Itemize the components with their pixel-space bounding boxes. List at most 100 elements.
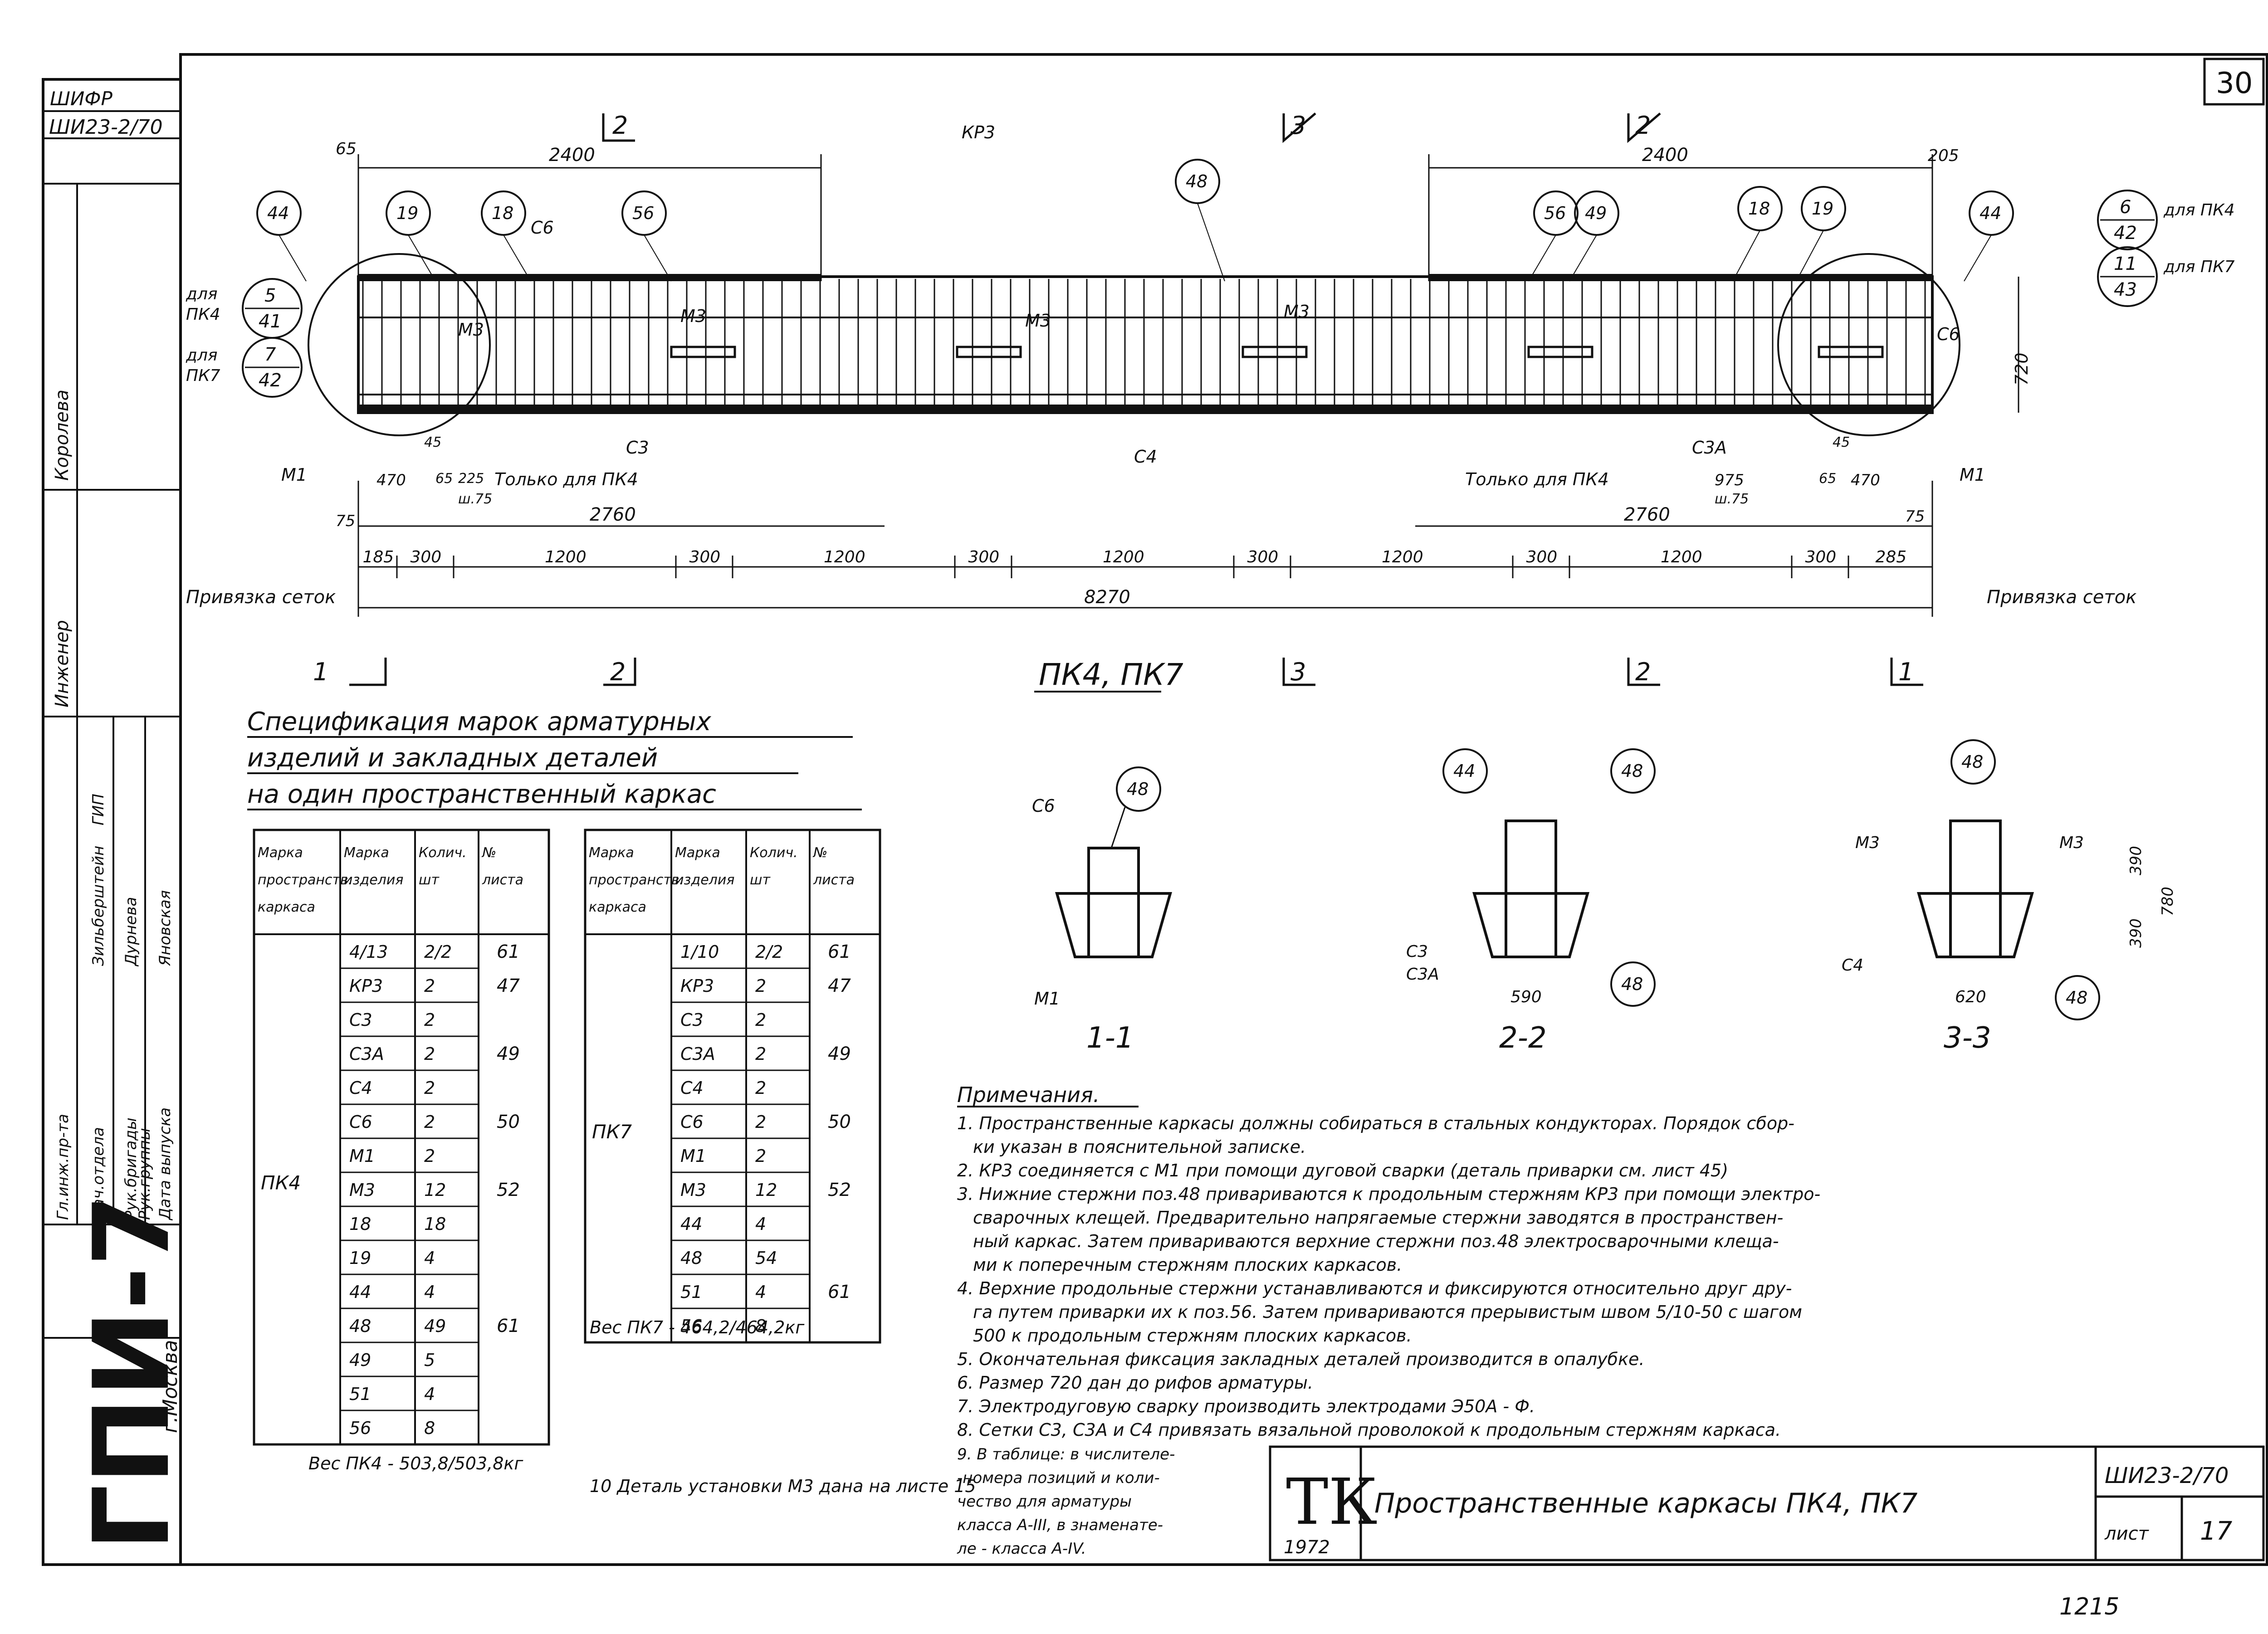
section-label: М3 [1855,834,1880,852]
ref-b-num: 7 [264,344,276,365]
note-line: ный каркас. Затем привариваются верхние … [973,1231,1779,1251]
spec-item: С4 [680,1078,704,1098]
spec-item: М1 [349,1146,375,1166]
element-label: КР3 [962,122,995,142]
note-line: 500 к продольным стержням плоских каркас… [973,1326,1412,1346]
detail-circle-right [1777,253,1960,436]
leader [1528,234,1556,282]
dim-bottom: 300 [1526,548,1558,566]
dim-bottom: 300 [1805,548,1837,566]
note-line: 8. Сетки С3, С3А и С4 привязать вязально… [957,1420,1781,1440]
spec-sheet: 50 [828,1112,851,1132]
spec-item: 51 [680,1282,702,1302]
title-block: ТК 1972 Пространственные каркасы ПК4, ПК… [1269,1445,2265,1561]
dim-top: 2400 [549,145,595,166]
dim-bottom: 185 [363,548,394,566]
callout: 19 [396,203,418,223]
spec-qty: 2 [424,1146,435,1166]
spec-qty: 4 [755,1214,766,1234]
spec-header: Марка [258,845,303,861]
dim-small-right: ш.75 [1715,491,1749,507]
spec-item: КР3 [680,976,714,996]
element-label: С3А [1692,438,1727,458]
stamp-code: ШИ23-2/70 [2105,1463,2229,1488]
element-label: М1 [281,465,307,485]
section-dim: 620 [1955,988,1986,1006]
dim-small-left: 225 [458,471,484,487]
section-2-2: 44 48 48 С3 С3А 590 2-2 [1406,748,1656,1055]
note-line: 5. Окончательная фиксация закладных дета… [957,1349,1645,1369]
callout: 56 [632,203,654,223]
section-label: С4 [1842,956,1863,975]
ref-d-num: 11 [2114,254,2137,274]
dim-bottom: 300 [411,548,442,566]
section-label: С3 [1406,942,1428,961]
callout: 44 [1980,203,2001,223]
spec-qty: 2 [424,1010,435,1030]
spec-item: 1/10 [680,942,719,962]
stamp-role: Рук.бригады [122,1117,140,1220]
spec-qty: 2 [755,1044,766,1064]
spec-header: листа [482,872,523,888]
spec-item: 56 [680,1316,702,1336]
note-line: класса А-III, в знаменате- [957,1516,1163,1534]
stamp-role: Дата выпуска [156,1107,174,1221]
section-mark: 2 [1635,111,1651,140]
leader [1197,203,1225,282]
dim-bottom: 1200 [1661,548,1702,566]
dim-2760-left: 2760 [590,504,636,525]
note-line: ми к поперечным стержням плоских каркасо… [973,1255,1402,1275]
bottom-dimension-lines [357,481,1933,617]
spec-qty: 2 [755,976,766,996]
spec-header: пространств. [589,872,684,888]
spec-item: М3 [680,1180,706,1200]
spec-item: 48 [349,1316,371,1336]
dim-small-right: 65 [1819,471,1836,487]
spec-item: 56 [349,1418,371,1438]
spec-qty: 4 [424,1384,435,1404]
spec-header: изделия [675,872,734,888]
dim-bottom: 300 [1247,548,1279,566]
sheet-no: 17 [2200,1517,2233,1546]
spec-item: 44 [680,1214,702,1234]
spec-qty: 4 [424,1282,435,1302]
spec-header: каркаса [258,899,315,915]
stirrup-group [362,279,1926,410]
section-mark: 1 [313,658,328,686]
top-dimension-lines [357,154,1933,281]
callout: 44 [1453,761,1475,781]
dim-small-left: 45 [424,434,441,450]
spec-sheet: 61 [497,1316,520,1336]
section-mark: 3 [1290,111,1306,140]
ref-pk4: ПК4 [186,305,220,324]
note-line: 2. КР3 соединяется с М1 при помощи дугов… [957,1161,1728,1180]
note-line: -номера позиций и коли- [957,1469,1160,1487]
spec-qty: 18 [424,1214,446,1234]
spec-header: листа [813,872,855,888]
spec-qty: 2 [424,1078,435,1098]
only-for-right: Только для ПК4 [1465,469,1609,489]
spec-item: С3 [349,1010,372,1030]
note-line: 9. В таблице: в числителе- [957,1445,1175,1463]
element-label: С4 [1134,447,1157,467]
spec-weight: Вес ПК7 - 464,2/464,2кг [590,1317,805,1337]
callout: 48 [1621,974,1643,994]
spec-weight: Вес ПК4 - 503,8/503,8кг [308,1454,523,1473]
ref-a-den: 41 [259,311,282,332]
embedded-plates [670,346,1884,358]
spec-item: 48 [680,1248,702,1268]
page-number-box [2203,58,2265,106]
element-label: М1 [1960,465,1985,485]
spec-qty: 4 [424,1248,435,1268]
ref-d-label: для ПК7 [2163,258,2235,276]
spec-title: Спецификация марок арматурных [247,707,712,737]
spec-qty: 2 [755,1112,766,1132]
dim-total: 8270 [1084,587,1130,608]
callout: 18 [1748,199,1770,219]
ref-for: для [186,346,218,365]
dim-top: 205 [1928,146,1959,165]
spec-qty: 2 [424,976,435,996]
spec-item: С3А [349,1044,384,1064]
